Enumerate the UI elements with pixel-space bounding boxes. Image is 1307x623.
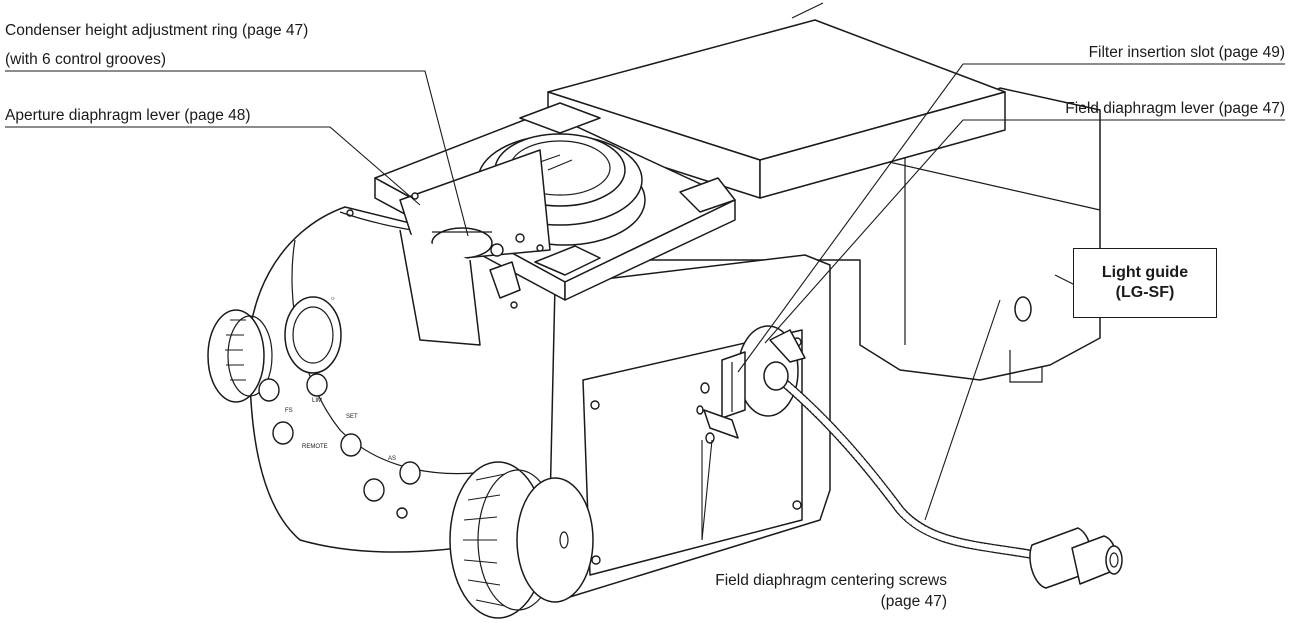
condenser-ring-note: (with 6 control grooves): [5, 51, 167, 68]
left-knob: [207, 309, 273, 403]
light-guide-callout: Light guide (LG-SF): [1073, 248, 1217, 318]
field-diaphragm-area: [696, 325, 806, 444]
control-panel: ☼ LIM SET AS FS REMOTE: [258, 296, 421, 519]
front-knob: [449, 461, 594, 619]
leader-lines: [5, 63, 1285, 541]
light-guide-cable: [763, 361, 1123, 589]
set-marking: SET: [346, 414, 358, 420]
fs-marking: FS: [285, 408, 293, 414]
illumination-glyph: ☼: [330, 296, 336, 302]
remote-marking: REMOTE: [302, 444, 328, 450]
centering-screws-label: Field diaphragm centering screws: [715, 572, 947, 589]
light-guide-callout-line2: (LG-SF): [1115, 284, 1175, 301]
centering-screws-page: (page 47): [880, 593, 947, 610]
stage-assembly: [374, 102, 736, 346]
top-housing: [547, 2, 1006, 199]
condenser-ring-label: Condenser height adjustment ring (page 4…: [5, 22, 309, 39]
as-marking: AS: [388, 456, 396, 462]
light-guide-callout-line1: Light guide: [1101, 264, 1189, 281]
filter-slot-label: Filter insertion slot (page 49): [1088, 44, 1285, 61]
field-lever-label: Field diaphragm lever (page 47): [1065, 100, 1285, 117]
lim-marking: LIM: [312, 398, 322, 404]
aperture-lever-label: Aperture diaphragm lever (page 48): [5, 107, 251, 124]
